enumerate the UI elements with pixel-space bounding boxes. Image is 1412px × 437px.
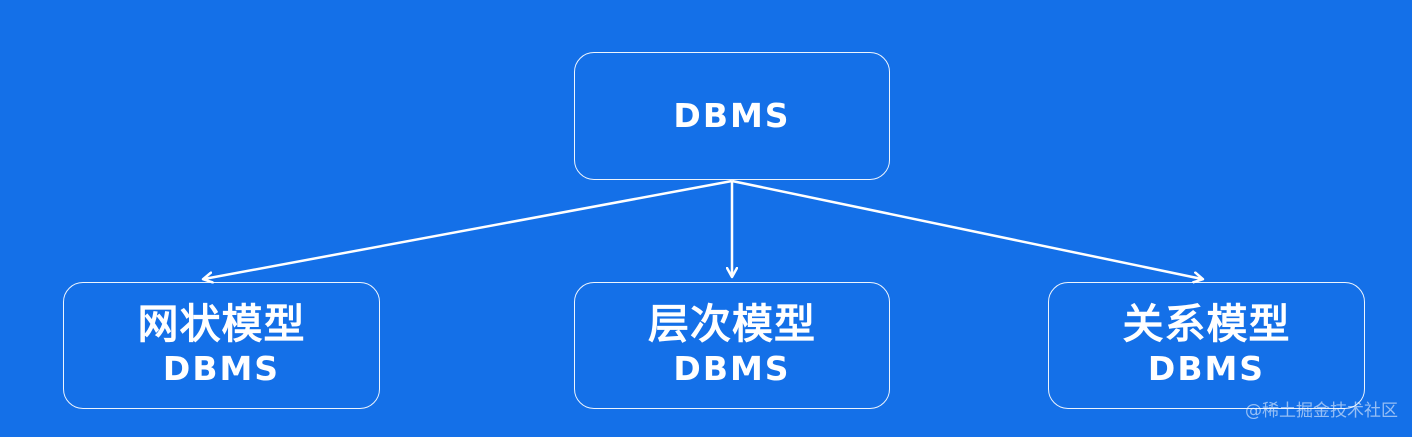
network-model-label: DBMS <box>162 348 281 388</box>
network-model-title: 网状模型 <box>137 299 306 348</box>
relational-model-label: DBMS <box>1147 348 1266 388</box>
hierarchical-model-label: DBMS <box>673 348 791 388</box>
hierarchical-model-node: 层次模型 DBMS <box>574 282 890 409</box>
watermark-text: @稀土掘金技术社区 <box>1245 401 1398 421</box>
arrow-to-relational-model <box>731 179 1202 279</box>
relational-model-title: 关系模型 <box>1122 299 1291 348</box>
relational-model-node: 关系模型 DBMS <box>1048 282 1365 409</box>
hierarchical-model-title: 层次模型 <box>648 299 816 348</box>
root-node-dbms: DBMS <box>574 52 890 180</box>
root-node-label: DBMS <box>673 96 791 135</box>
arrow-to-network-model <box>204 179 733 279</box>
network-model-node: 网状模型 DBMS <box>63 282 380 409</box>
